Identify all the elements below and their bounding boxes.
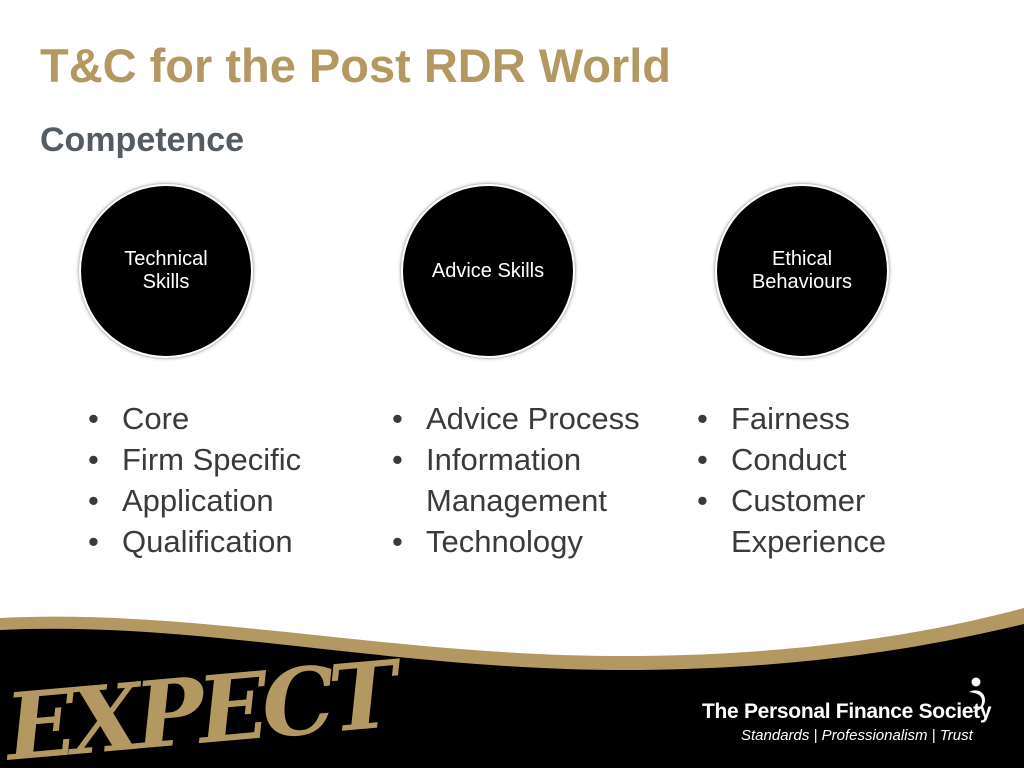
- person-icon: [969, 677, 985, 712]
- ethical-behaviours-list: Fairness Conduct Customer Experience: [693, 398, 993, 562]
- advice-skills-circle: Advice Skills: [401, 184, 575, 358]
- list-item: Information Management: [388, 439, 688, 521]
- list-item: Technology: [388, 521, 688, 562]
- black-wave: [0, 624, 1024, 768]
- advice-skills-list: Advice Process Information Management Te…: [388, 398, 688, 562]
- slide-subtitle: Competence: [40, 121, 245, 159]
- list-item: Fairness: [693, 398, 993, 439]
- list-item: Conduct: [693, 439, 993, 480]
- circle-label: Technical Skills: [124, 248, 208, 293]
- list-item: Customer Experience: [693, 480, 993, 562]
- list-item: Advice Process: [388, 398, 688, 439]
- society-tagline: Standards | Professionalism | Trust: [741, 727, 973, 744]
- society-name: The Personal Finance Society: [702, 700, 992, 723]
- list-item: Application: [84, 480, 364, 521]
- list-item: Firm Specific: [84, 439, 364, 480]
- circle-label: Advice Skills: [431, 259, 545, 282]
- ethical-behaviours-circle: Ethical Behaviours: [715, 184, 889, 358]
- footer-band: EXPECT: [0, 608, 1024, 768]
- list-item: Core: [84, 398, 364, 439]
- slide-title: T&C for the Post RDR World: [40, 39, 671, 92]
- list-item: Qualification: [84, 521, 364, 562]
- technical-skills-circle: Technical Skills: [79, 184, 253, 358]
- technical-skills-list: Core Firm Specific Application Qualifica…: [84, 398, 364, 562]
- circle-label: Ethical Behaviours: [751, 248, 853, 293]
